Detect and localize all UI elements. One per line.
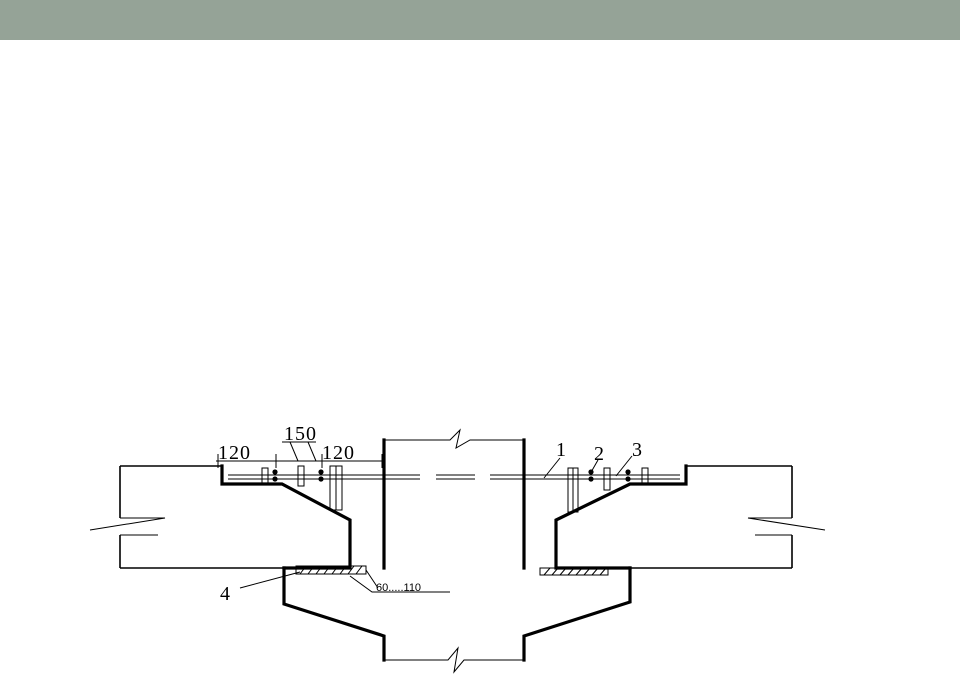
slide-body	[0, 40, 960, 690]
dimension-120-right-label: 120	[322, 442, 355, 464]
right-slab	[554, 464, 826, 570]
dimension-150-label: 150	[284, 423, 317, 445]
callout-1-label: 1	[556, 439, 566, 461]
dimension-120-left-label: 120	[218, 442, 251, 464]
left-bolts	[261, 465, 343, 511]
tie-rods	[228, 474, 680, 480]
dimension-lines	[216, 441, 450, 593]
callout-2-label: 2	[594, 443, 604, 465]
upper-column	[382, 428, 526, 570]
gap-range-label: 60.....110	[376, 582, 421, 594]
left-slab	[89, 464, 352, 570]
slide-header-bar	[0, 0, 960, 40]
callout-leaders	[239, 455, 633, 589]
lower-column	[282, 566, 632, 674]
callout-3-label: 3	[632, 439, 642, 461]
callout-4-label: 4	[220, 583, 230, 605]
